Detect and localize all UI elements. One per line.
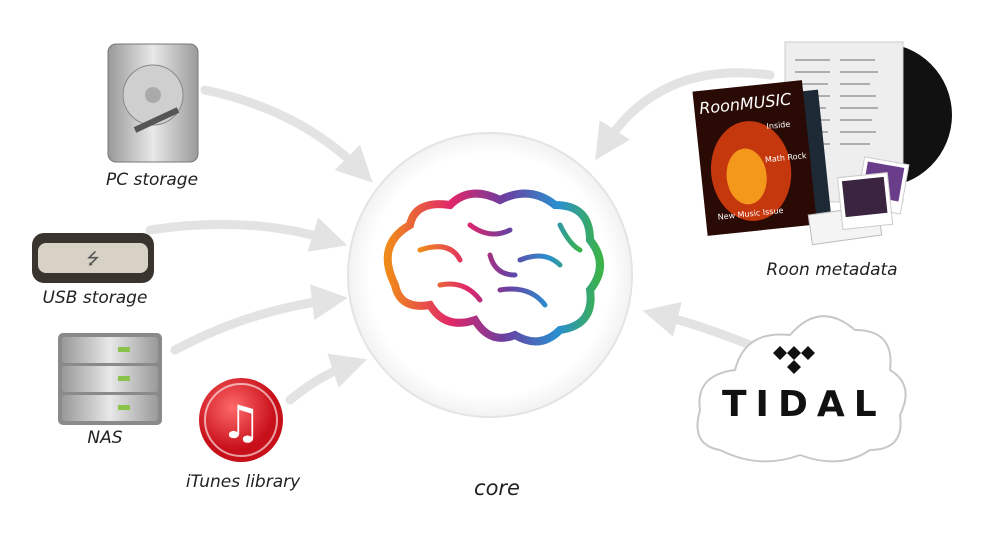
arrow-metadata — [595, 68, 775, 161]
tidal-cloud — [696, 315, 907, 463]
label-pc-storage: PC storage — [105, 170, 199, 190]
label-usb-storage: USB storage — [42, 288, 148, 308]
arrow-itunes — [285, 353, 368, 405]
arrows — [145, 68, 775, 405]
label-nas: NAS — [87, 428, 123, 448]
arrow-tidal — [642, 301, 755, 350]
itunes-icon: ♫ — [199, 378, 283, 462]
nas-icon — [58, 333, 162, 425]
arrow-nas — [170, 284, 348, 355]
brain-icon — [383, 189, 604, 346]
svg-text:♫: ♫ — [220, 395, 261, 449]
tidal-logo-icon — [773, 346, 815, 374]
hard-drive-icon — [107, 43, 199, 163]
usb-drive-icon: ⭍ — [32, 233, 154, 283]
arrow-usb — [145, 217, 348, 252]
metadata-collage: RoonMUSIC Inside Math Rock New Music Iss… — [692, 41, 952, 246]
label-roon-metadata: Roon metadata — [766, 260, 898, 280]
svg-text:⭍: ⭍ — [86, 249, 99, 268]
svg-text:Math Rock: Math Rock — [765, 151, 808, 164]
label-itunes-library: iTunes library — [185, 472, 301, 492]
svg-text:Inside: Inside — [766, 120, 791, 131]
tidal-wordmark: TIDAL — [722, 384, 886, 425]
arrow-pc — [200, 85, 373, 183]
magazine-cover: RoonMUSIC Inside Math Rock New Music Iss… — [692, 80, 818, 236]
label-core: core — [474, 476, 520, 500]
